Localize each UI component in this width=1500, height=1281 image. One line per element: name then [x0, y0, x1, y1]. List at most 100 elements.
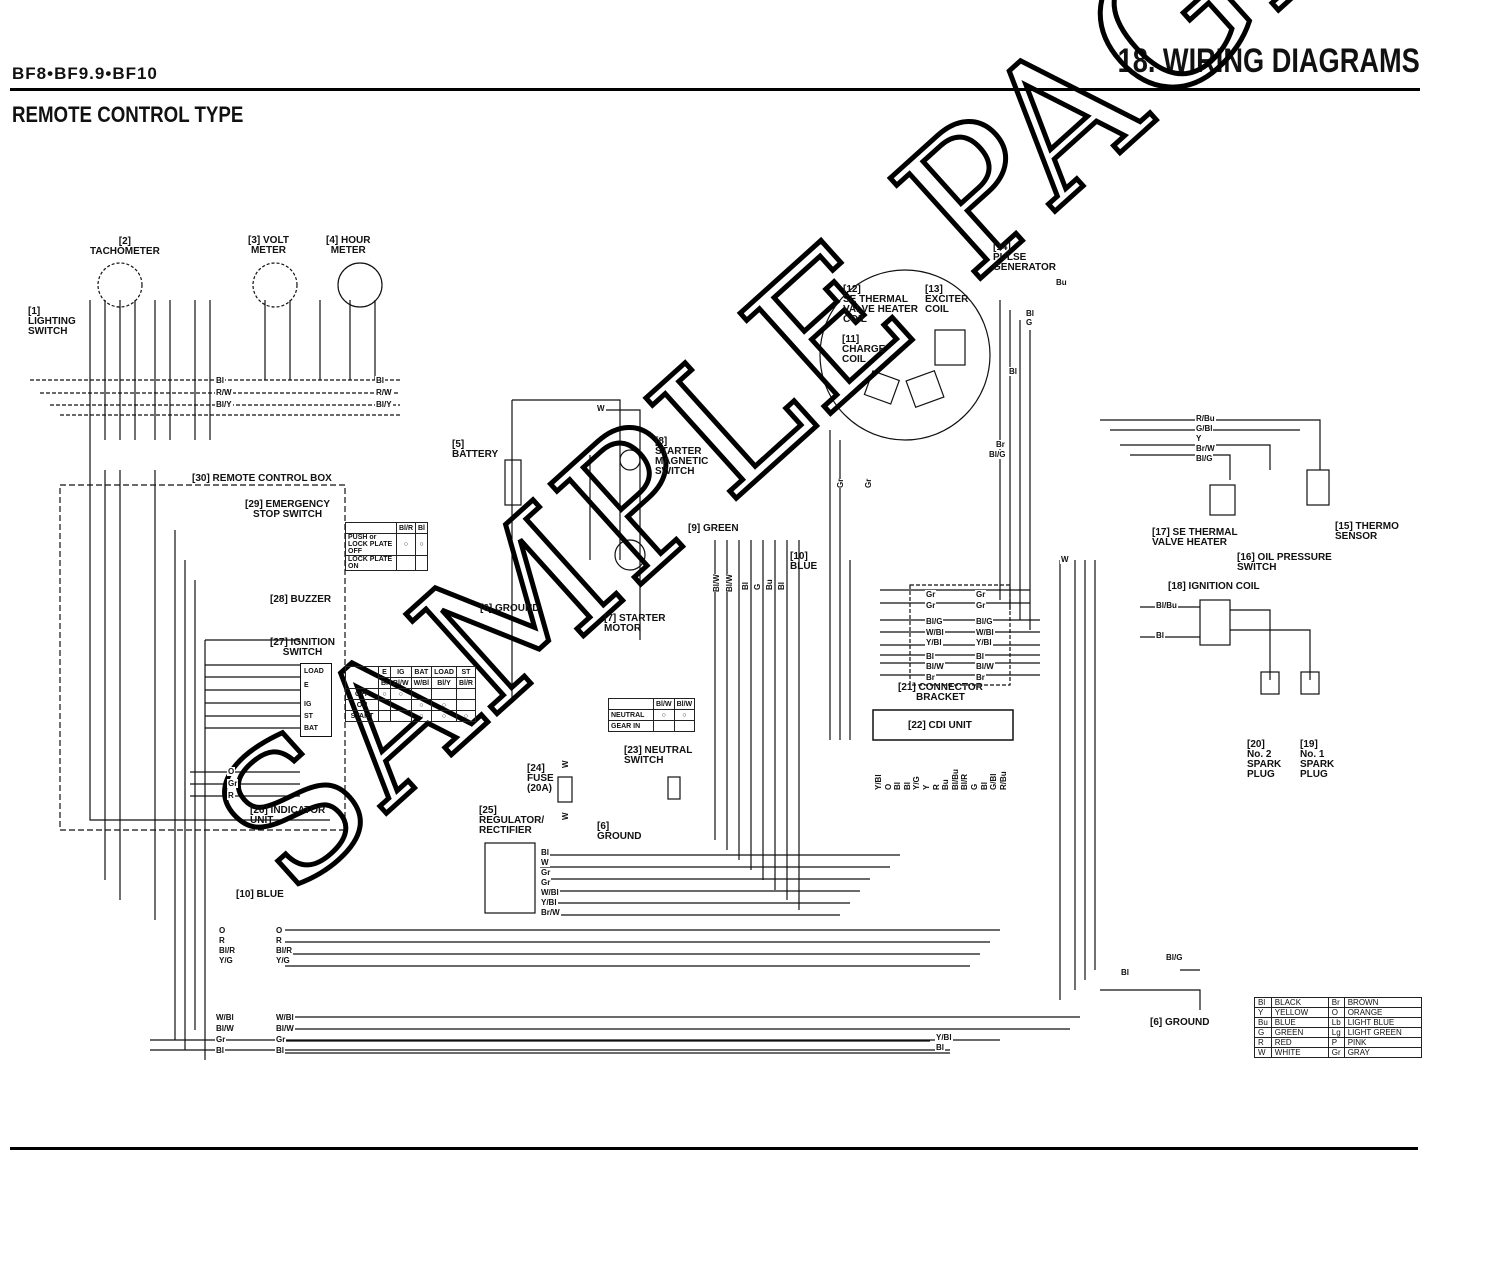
- wire-label: W/Bl: [275, 1013, 295, 1022]
- wire-label: Br: [925, 673, 936, 682]
- pulse-generator-label: [14] PULSE GENERATOR: [993, 242, 1056, 273]
- color-code: O: [1327, 1007, 1345, 1018]
- color-code: Y: [1254, 1007, 1272, 1018]
- wire-label: Bl/G: [1195, 454, 1214, 463]
- wire-label: Bl: [540, 848, 550, 857]
- ignition-coil-label: [18] IGNITION COIL: [1168, 581, 1260, 592]
- color-code: Bl: [1254, 997, 1272, 1008]
- wire-label: Bl: [215, 376, 225, 385]
- thermal-valve-heater-label: [17] SE THERMAL VALVE HEATER: [1152, 527, 1238, 548]
- wire-label: R/Bu: [998, 771, 1008, 790]
- wire-label: R: [275, 936, 283, 945]
- terminal-bat: BAT: [304, 725, 318, 732]
- color-name: PINK: [1343, 1037, 1422, 1048]
- table-row-label: GEAR IN: [608, 720, 654, 732]
- regulator-rectifier-label: [25] REGULATOR/ RECTIFIER: [479, 805, 545, 836]
- wire-label: Gr: [275, 1035, 287, 1044]
- table-row-label: ON: [345, 699, 379, 711]
- neutral-switch-label: [23] NEUTRAL SWITCH: [624, 745, 693, 766]
- thermo-sensor-label: [15] THERMO SENSOR: [1335, 521, 1399, 542]
- connector-bracket-label: [21] CONNECTOR BRACKET: [898, 682, 983, 703]
- wire-label: W/Bl: [215, 1013, 235, 1022]
- table-wire: Bl/Y: [431, 677, 457, 689]
- wire-label: Gr: [836, 478, 845, 488]
- wire-label: O: [227, 767, 236, 776]
- terminal-e: E: [304, 682, 309, 689]
- color-code: P: [1327, 1037, 1345, 1048]
- lighting-switch-label: [1] LIGHTING SWITCH: [28, 306, 76, 337]
- ground-label: [6] GROUND: [1150, 1017, 1210, 1028]
- wire-label: Bl: [777, 582, 786, 590]
- blue-connector-label: [10] BLUE: [236, 889, 284, 900]
- color-code: Lg: [1327, 1027, 1345, 1038]
- color-code: R: [1254, 1037, 1272, 1048]
- wire-label: Bl/Bu: [1155, 601, 1178, 610]
- table-header: ST: [455, 666, 476, 678]
- ground-label: [6] GROUND: [597, 821, 642, 842]
- wire-label: R: [227, 791, 235, 800]
- table-header: Bl: [415, 522, 428, 534]
- wire-label: Gr: [975, 590, 987, 599]
- wire-label: Bu: [1055, 278, 1068, 287]
- wire-label: Bl/Bu: [950, 769, 960, 790]
- footer-rule: [10, 1147, 1418, 1150]
- table-wire: Bl/R: [455, 677, 476, 689]
- wire-label: W: [561, 812, 570, 820]
- volt-meter-label: [3] VOLT METER: [248, 235, 289, 256]
- hour-meter-dial: [337, 262, 383, 308]
- table-wire: W/Bl: [410, 677, 433, 689]
- table-header: E: [378, 666, 391, 678]
- wire-label: G/Bl: [1195, 424, 1214, 433]
- wire-label: Bl/W: [925, 662, 945, 671]
- color-name: BLUE: [1270, 1017, 1329, 1028]
- wire-label: O: [275, 926, 284, 935]
- wire-label: Bl/R: [960, 774, 970, 790]
- thermal-valve-coil-label: [12] SE THERMAL VALVE HEATER COIL: [843, 284, 919, 325]
- wire-label: Bl: [375, 376, 385, 385]
- tachometer-dial: [97, 262, 143, 308]
- color-code: Bu: [1254, 1017, 1272, 1028]
- volt-meter-dial: [252, 262, 298, 308]
- spark-plug-1-label: [19] No. 1 SPARK PLUG: [1300, 739, 1335, 780]
- table-row-label: START: [345, 710, 379, 722]
- section-title: 18. WIRING DIAGRAMS: [1117, 42, 1420, 80]
- spark-plug-2-label: [20] No. 2 SPARK PLUG: [1247, 739, 1282, 780]
- wire-label: Bu: [941, 779, 951, 790]
- wire-label: Bl/Y: [375, 400, 393, 409]
- green-connector-label: [9] GREEN: [688, 523, 739, 534]
- table-header: Bl/W: [673, 698, 696, 710]
- indicator-unit-label: [26] INDICATOR UNIT: [250, 805, 326, 826]
- wire-label: Bl: [975, 652, 985, 661]
- cdi-unit-label: [22] CDI UNIT: [908, 720, 972, 731]
- wire-label: Br/W: [1195, 444, 1216, 453]
- table-row-label: PUSH or LOCK PLATE OFF: [345, 533, 397, 556]
- terminal-ig: IG: [304, 701, 312, 708]
- wire-label: Bl: [1025, 309, 1035, 318]
- table-wire: Bl: [378, 677, 391, 689]
- page-subtitle: REMOTE CONTROL TYPE: [12, 102, 244, 127]
- wire-label: Bl: [935, 1043, 945, 1052]
- header-rule: [10, 88, 1420, 91]
- wire-label: Bl/G: [988, 450, 1007, 459]
- wire-label: Bl: [893, 782, 903, 790]
- color-name: YELLOW: [1270, 1007, 1329, 1018]
- wire-label: Y/Bl: [925, 638, 943, 647]
- wire-label: R/Bu: [1195, 414, 1216, 423]
- oil-pressure-switch-label: [16] OIL PRESSURE SWITCH: [1237, 552, 1332, 573]
- tachometer-label: [2] TACHOMETER: [90, 236, 160, 257]
- starter-magnetic-switch-label: [8] STARTER MAGNETIC SWITCH: [655, 436, 709, 477]
- color-code: G: [1254, 1027, 1272, 1038]
- color-code: W: [1254, 1047, 1272, 1058]
- wire-label: Br: [995, 440, 1006, 449]
- remote-control-box-label: [30] REMOTE CONTROL BOX: [192, 473, 332, 484]
- ground-label: [6] GROUND: [480, 603, 540, 614]
- color-code: Gr: [1327, 1047, 1345, 1058]
